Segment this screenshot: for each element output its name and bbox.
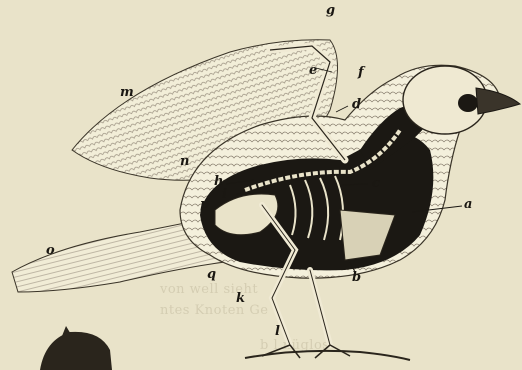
- label-m: m: [120, 86, 134, 99]
- label-k: k: [236, 292, 245, 305]
- label-f: f: [358, 66, 364, 79]
- label-n: n: [180, 155, 189, 168]
- label-d: d: [352, 98, 361, 111]
- label-o: o: [46, 244, 55, 257]
- eye-socket: [458, 94, 478, 112]
- label-a: a: [464, 198, 472, 211]
- second-bird-ear: [62, 326, 72, 336]
- second-bird-fragment: [40, 332, 112, 370]
- label-e: e: [309, 64, 317, 77]
- label-i: i: [222, 188, 227, 201]
- label-q: q: [207, 268, 216, 281]
- label-c: c: [372, 177, 380, 190]
- label-g: g: [326, 4, 335, 17]
- label-l: l: [275, 325, 280, 338]
- label-p: p: [200, 198, 209, 211]
- label-b: b: [352, 271, 361, 284]
